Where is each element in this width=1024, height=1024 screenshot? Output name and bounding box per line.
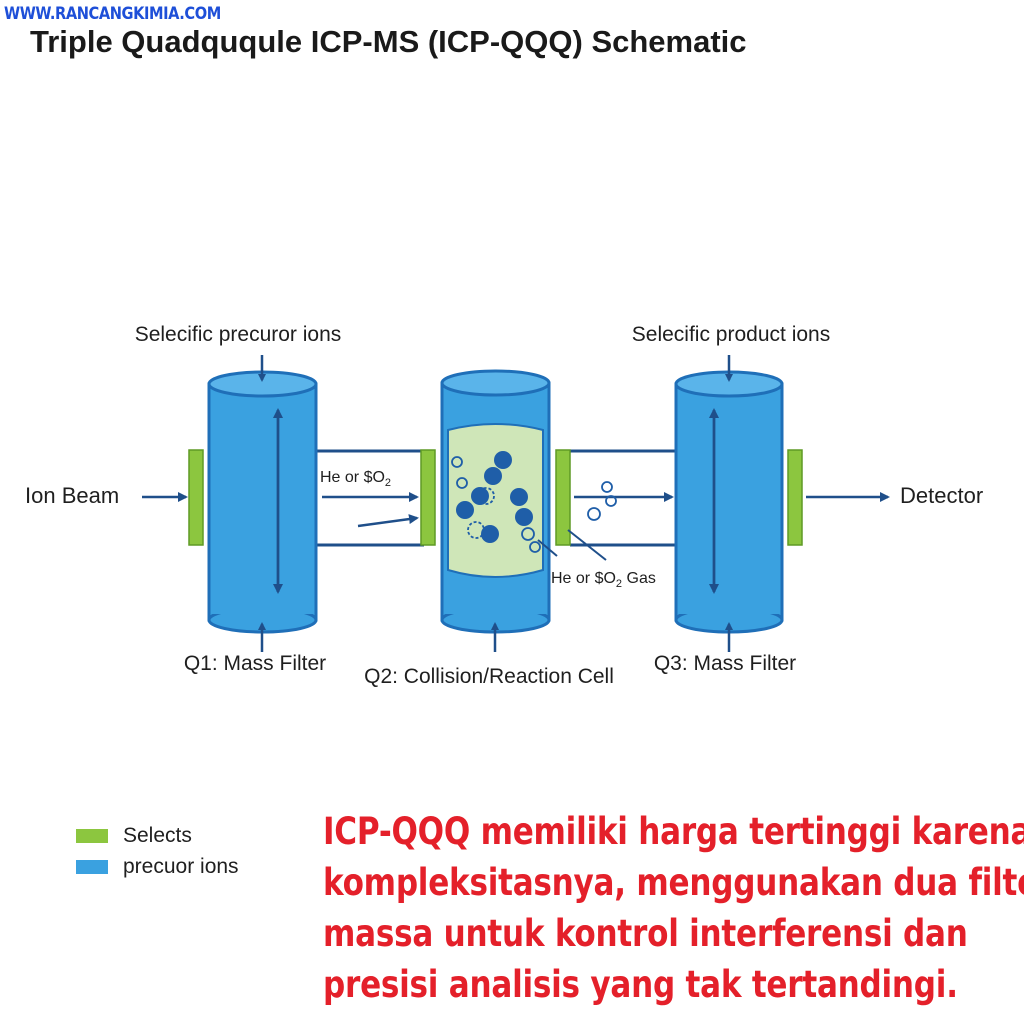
gas-pointer-line-2	[567, 529, 607, 561]
diagram-title: Triple Quadququle ICP-MS (ICP-QQQ) Schem…	[30, 24, 747, 59]
detector-label: Detector	[900, 483, 983, 508]
q2-exit-lens	[555, 449, 571, 546]
legend-swatch-blue	[76, 859, 108, 874]
legend-item-selects: Selects	[76, 820, 239, 851]
caption-line: presisi analisis yang tak tertandingi.	[323, 963, 958, 1006]
legend: Selects precuor ions	[76, 820, 239, 882]
q1-label: Q1: Mass Filter	[184, 652, 326, 675]
gas-cell-label: He or $O2 Gas	[551, 570, 656, 590]
q2-entrance-lens	[420, 449, 436, 546]
entrance-lens	[188, 449, 204, 546]
ion-beam-label: Ion Beam	[25, 483, 119, 508]
q2-label: Q2: Collision/Reaction Cell	[364, 665, 614, 688]
gas-pointer-line-1	[537, 539, 558, 557]
q1-top-label: Selecific precuror ions	[135, 323, 342, 346]
caption-line: massa untuk kontrol interferensi dan	[323, 912, 968, 955]
q3-top-label: Selecific product ions	[632, 323, 830, 346]
gas-inlet-arrow-2	[357, 514, 419, 528]
product-ion-bubbles	[587, 481, 617, 521]
gas-molecules	[451, 451, 541, 553]
legend-label: Selects	[123, 823, 192, 847]
legend-label: precuor ions	[123, 854, 239, 878]
caption: ICP-QQQ memiliki harga tertinggi karena …	[323, 806, 1024, 1010]
gas-inlet-label: He or $O2	[320, 469, 391, 489]
caption-line: kompleksitasnya, menggunakan dua filter	[323, 861, 1024, 904]
q2-collision-reaction-cell	[440, 369, 551, 634]
q3-mass-filter	[674, 370, 784, 634]
legend-item-precursor-ions: precuor ions	[76, 851, 239, 882]
q3-label: Q3: Mass Filter	[654, 652, 796, 675]
legend-swatch-green	[76, 828, 108, 843]
q1-mass-filter	[207, 370, 318, 634]
caption-line: ICP-QQQ memiliki harga tertinggi karena	[323, 810, 1024, 853]
cell-gas-region	[447, 423, 544, 578]
beam-guide-q1-q2	[316, 449, 424, 547]
exit-lens	[787, 449, 803, 546]
watermark: WWW.RANCANGKIMIA.COM	[4, 4, 221, 24]
